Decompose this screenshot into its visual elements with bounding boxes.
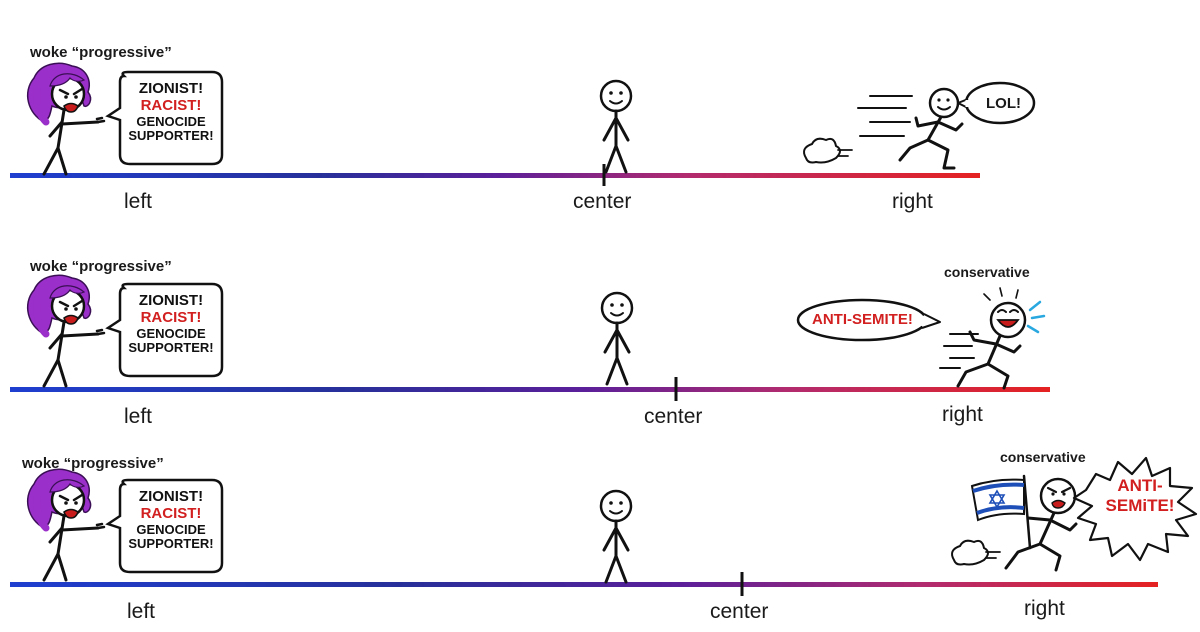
accusation-zionist: ZIONIST! [138,292,204,309]
woke-caption: woke “progressive” [30,258,172,275]
woke-figure [28,63,104,174]
political-axis-line [10,582,1158,587]
conservative-figure [956,287,1027,390]
accusation-supporter: SUPPORTER! [128,128,214,144]
panel-2 [10,275,1050,401]
panel-1 [10,63,1036,186]
anti-semite-text: ANTI-SEMITE! [812,311,913,328]
speed-lines [939,333,979,369]
accusation-genocide: GENOCIDE [136,325,206,341]
accusation-racist: RACIST! [140,97,202,115]
political-axis-line [10,173,980,178]
axis-right-label: right [942,403,983,426]
axis-center-label: center [710,600,769,623]
accusation-racist: RACIST! [140,309,202,327]
accusation-racist: RACIST! [140,505,202,523]
axis-left-label: left [124,405,153,428]
conservative-figure [1004,477,1078,572]
woke-figure [28,469,104,580]
speech-bubble [105,478,224,574]
center-figure [599,489,633,584]
axis-center-label: center [644,405,703,428]
lol-text: LOL! [986,95,1021,112]
axis-left-label: left [124,190,153,213]
dust-cloud [951,539,989,566]
accusation-genocide: GENOCIDE [136,521,206,537]
speech-bubble [105,70,224,166]
panel-3 [10,456,1198,596]
woke-caption: woke “progressive” [22,455,164,472]
anti-semite-shout: ANTI- SEMiTE! [1100,476,1180,515]
accusation-genocide: GENOCIDE [136,113,206,129]
woke-figure [28,275,104,386]
sweat-marks [1026,300,1046,334]
center-figure [599,79,633,174]
accusation-text: ZIONIST! RACIST! GENOCIDE SUPPORTER! [122,488,220,552]
accusation-text: ZIONIST! RACIST! GENOCIDE SUPPORTER! [122,292,220,356]
conservative-label: conservative [1000,449,1086,465]
speed-lines [857,95,913,137]
woke-caption: woke “progressive” [30,44,172,61]
accusation-supporter: SUPPORTER! [128,340,214,356]
axis-right-label: right [1024,597,1065,620]
running-figure [898,87,964,170]
axis-left-label: left [127,600,156,623]
shout-line-1: ANTI- [1117,476,1163,495]
accusation-zionist: ZIONIST! [138,80,204,97]
israel-flag-icon [970,474,1032,550]
axis-right-label: right [892,190,933,213]
shout-line-2: SEMiTE! [1105,495,1175,515]
accusation-zionist: ZIONIST! [138,488,204,505]
political-axis-line [10,387,1050,392]
conservative-label: conservative [944,264,1030,280]
dust-cloud [803,137,841,164]
speech-bubble [105,282,224,378]
accusation-text: ZIONIST! RACIST! GENOCIDE SUPPORTER! [122,80,220,144]
axis-center-label: center [573,190,632,213]
accusation-supporter: SUPPORTER! [128,536,214,552]
shout-bubble [1072,456,1198,562]
center-figure [600,291,634,386]
